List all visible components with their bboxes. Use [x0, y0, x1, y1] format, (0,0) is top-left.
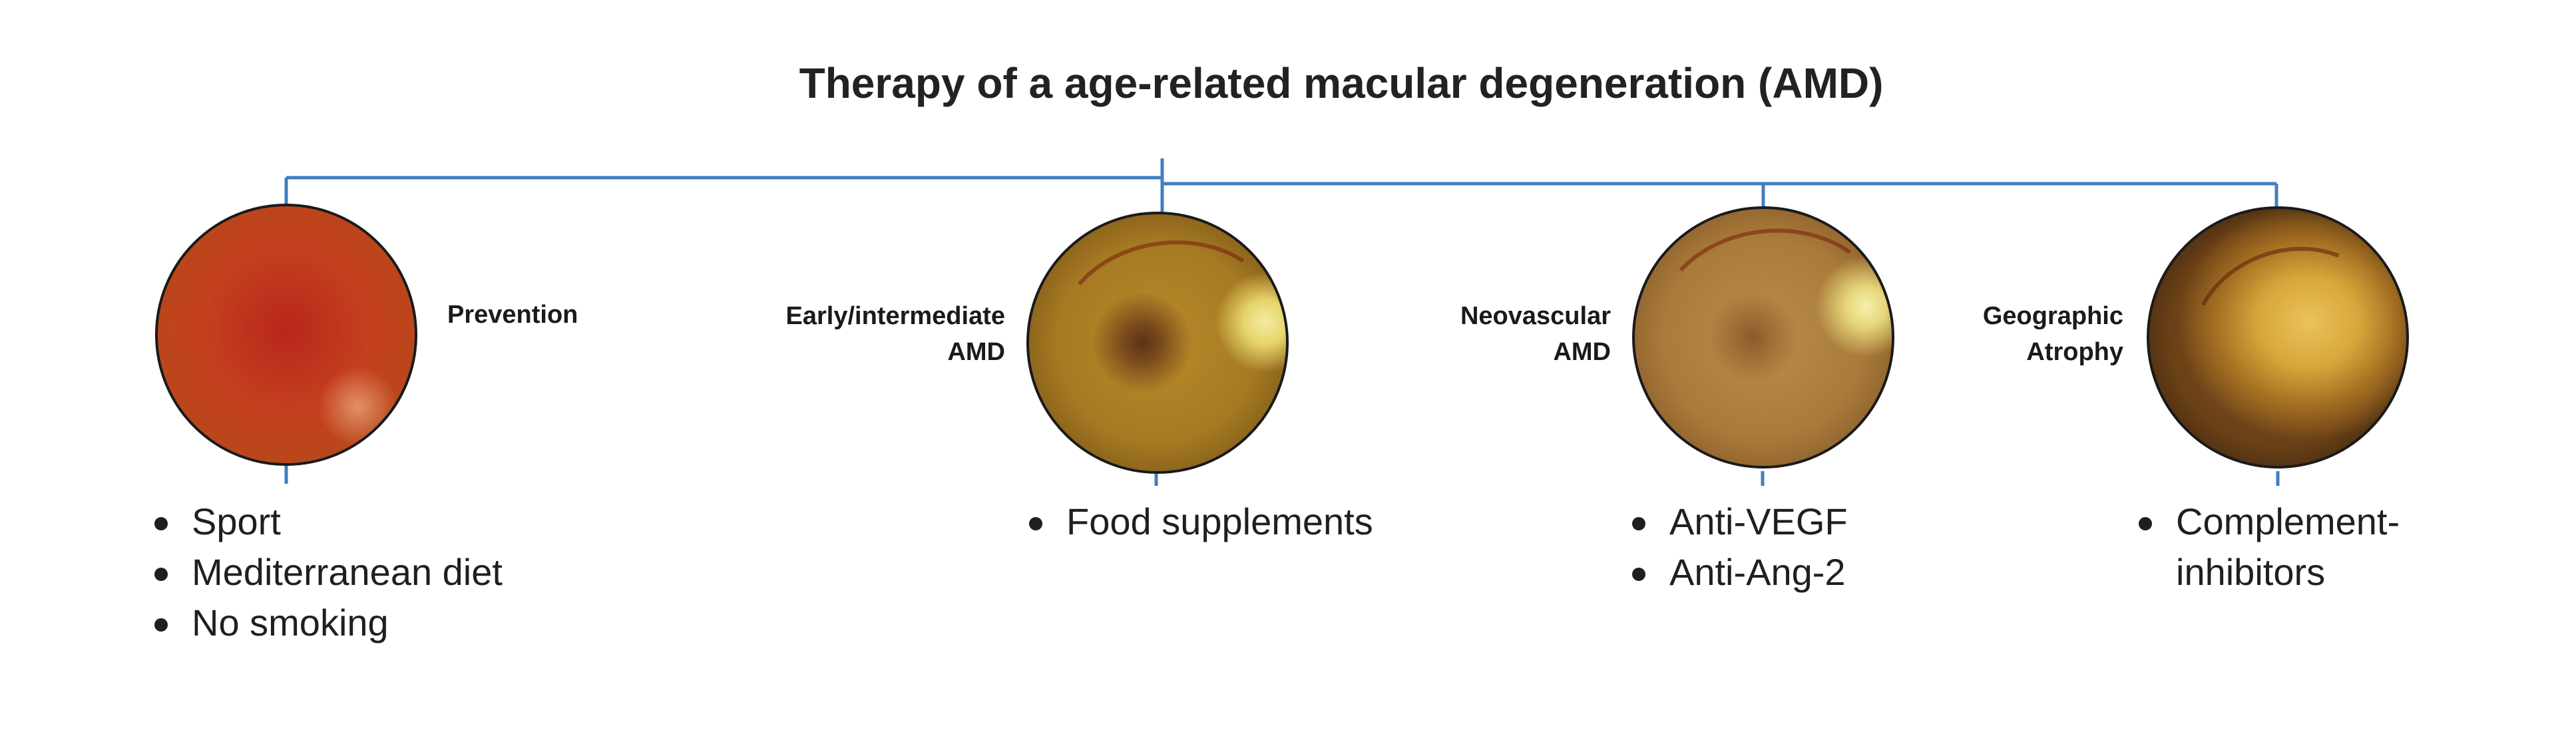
- fundus-image-early-intermediate: [1026, 212, 1289, 474]
- bullet-list-early-intermediate: Food supplements: [1025, 496, 1373, 547]
- bullet-list-prevention: Sport Mediterranean diet No smoking: [150, 496, 503, 648]
- stage-label-geographic-atrophy: Geographic Atrophy: [1917, 298, 2123, 370]
- bullet-list-neovascular: Anti-VEGF Anti-Ang-2: [1628, 496, 1848, 598]
- bullet-item: Food supplements: [1025, 496, 1373, 547]
- fundus-image-prevention: [155, 204, 417, 466]
- bullet-item: Anti-VEGF: [1628, 496, 1848, 547]
- stage-label-line: Geographic: [1982, 302, 2123, 330]
- bullet-item: inhibitors: [2176, 551, 2326, 593]
- stage-label-line: Neovascular: [1460, 302, 1611, 330]
- bullet-item: Sport: [150, 496, 503, 547]
- bullet-list-geographic-atrophy: Complement- inhibitors: [2135, 496, 2400, 598]
- stage-label-line: Atrophy: [2026, 338, 2123, 366]
- bullet-item: Complement-: [2135, 496, 2400, 547]
- stage-label-prevention: Prevention: [447, 297, 578, 333]
- bullet-item: No smoking: [150, 598, 503, 648]
- stage-label-line: Early/intermediate: [785, 302, 1005, 330]
- fundus-image-geographic-atrophy: [2147, 206, 2409, 469]
- diagram-title: Therapy of a age-related macular degener…: [799, 59, 1884, 107]
- stage-label-early-intermediate: Early/intermediate AMD: [752, 298, 1005, 370]
- stage-label-line: Prevention: [447, 301, 578, 329]
- bullet-item: Anti-Ang-2: [1628, 547, 1848, 598]
- fundus-image-neovascular: [1632, 206, 1894, 469]
- stage-label-line: AMD: [1553, 338, 1611, 366]
- bullet-item: Mediterranean diet: [150, 547, 503, 598]
- stage-label-line: AMD: [947, 338, 1005, 366]
- stage-label-neovascular: Neovascular AMD: [1398, 298, 1611, 370]
